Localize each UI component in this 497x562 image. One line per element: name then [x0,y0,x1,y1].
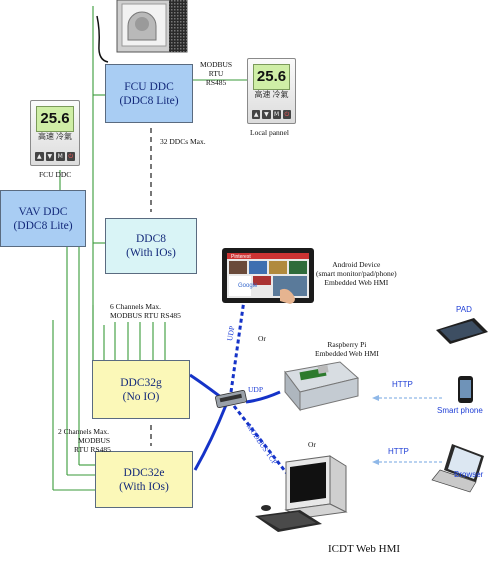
desktop-pc-image [255,455,348,532]
rs485-bus-wires [52,6,247,491]
ddc32g-subtitle: (No IO) [122,390,160,403]
laptop-image [431,444,484,493]
up-key-icon: ▲ [35,152,44,161]
fcu-ddc-caption: FCU DDC [39,170,72,179]
ddc32e-title: DDC32e [123,466,165,479]
fcu-ddc-thermostat: 25.6 高速 冷氣 ▲ ▼ M ⏻ [30,100,80,166]
or-label-2: Or [308,440,316,449]
network-switch-icon [215,389,247,409]
android-device-label: Android Device (smart monitor/pad/phone)… [316,260,397,287]
fcu-antenna-cable [96,15,109,63]
ddc32e-box: DDC32e (With IOs) [95,451,193,508]
thermostat-reading: 25.6 [253,64,290,90]
http-arrow-heads [372,395,379,465]
power-key-icon: ⏻ [66,152,75,161]
ddc32e-subtitle: (With IOs) [119,480,169,493]
ddc8-title: DDC8 [135,233,167,245]
fcu-thermostat-mode-text: 高速 冷氣 [38,132,72,141]
fcu-thermostat-reading: 25.6 [36,106,74,132]
down-key-icon: ▼ [262,110,271,119]
vav-ddc-title: VAV DDC [18,205,68,218]
fcu-ddc-subtitle: (DDC8 Lite) [119,94,179,107]
http-arrows [375,397,442,463]
vav-ddc-box: VAV DDC (DDC8 Lite) [0,190,86,247]
raspberry-pi-label: Raspberry Pi Embedded Web HMI [315,340,379,358]
smart-phone-label: Smart phone [437,406,483,415]
smart-phone-image [458,376,473,403]
browser-label: Browser [454,470,484,479]
six-channels-label: 6 Channels Max. MODBUS RTU RS485 [110,302,181,320]
ddc8-subtitle: (With IOs) [126,247,176,259]
pad-label: PAD [456,305,472,314]
mode-key-icon: M [56,152,65,161]
udp-label-horizontal: UDP [248,385,264,394]
http-label-1: HTTP [392,380,413,389]
icdt-web-hmi-label: ICDT Web HMI [328,543,401,555]
tablet-google-text: Google [238,283,258,289]
fcu-ddc-title: FCU DDC [124,80,174,93]
local-panel-thermostat: 25.6 高速 冷氣 ▲ ▼ M ⏻ [247,58,296,124]
ddcs-max-label: 32 DDCs Max. [160,137,206,146]
local-panel-label: Local pannel [250,128,289,137]
power-key-icon: ⏻ [282,110,291,119]
vav-ddc-subtitle: (DDC8 Lite) [13,219,73,232]
two-channels-label: 2 Channels Max. MODBUS RTU RS485 [58,427,111,454]
android-tablet-image [222,248,314,304]
ethernet-cables [189,299,294,481]
ddc8-box: DDC8 (With IOs) [105,218,197,274]
up-key-icon: ▲ [252,110,261,119]
fcu-ddc-box: FCU DDC (DDC8 Lite) [105,64,193,123]
or-label-1: Or [258,334,266,343]
modbus-rtu-rs485-label: MODBUS RTU RS485 [200,60,233,87]
ddc32g-title: DDC32g [120,376,162,389]
pad-image [436,318,488,344]
fcu-thermostat-keypad: ▲ ▼ M ⏻ [35,152,75,161]
raspberry-pi-image [284,361,360,412]
fcu-unit-image [116,0,188,53]
ddc32g-box: DDC32g (No IO) [92,360,190,419]
thermostat-keypad: ▲ ▼ M ⏻ [252,110,291,119]
mode-key-icon: M [272,110,281,119]
thermostat-mode-text: 高速 冷氣 [254,90,289,99]
http-label-2: HTTP [388,447,409,456]
tablet-brand-text: Pinterest [231,254,251,260]
down-key-icon: ▼ [45,152,54,161]
